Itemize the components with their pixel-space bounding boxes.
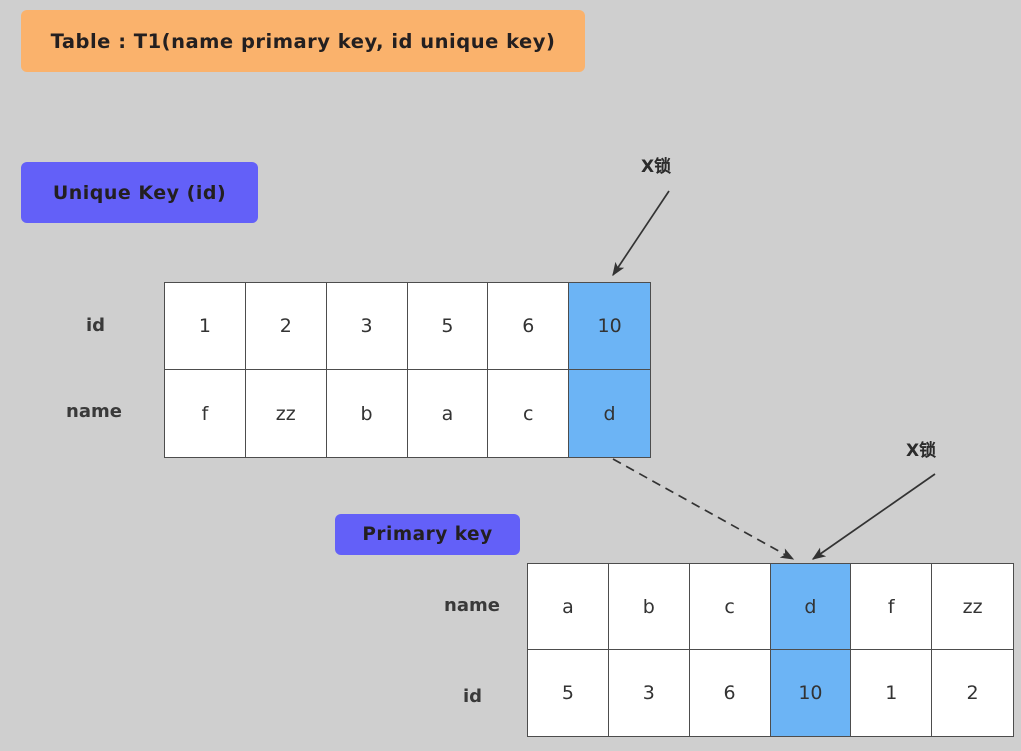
- unique-index-row-label-name: name: [66, 401, 122, 422]
- primary-index-table: a b c d f zz 5 3 6 10 1 2: [527, 563, 1014, 737]
- table-cell: c: [488, 370, 570, 457]
- table-cell-locked: 10: [770, 650, 852, 736]
- x-lock-arrow-lower: [811, 473, 936, 560]
- table-cell: f: [851, 564, 933, 650]
- table-cell-locked: d: [770, 564, 852, 650]
- table-cell: 5: [528, 650, 609, 736]
- table-cell: 1: [851, 650, 933, 736]
- table-cell: b: [608, 564, 690, 650]
- index-reference-arrow: [612, 458, 795, 560]
- table-cell: zz: [932, 564, 1013, 650]
- table-cell: 6: [488, 283, 570, 370]
- table-cell: 6: [689, 650, 771, 736]
- table-cell: 3: [326, 283, 408, 370]
- table-cell: f: [165, 370, 246, 457]
- table-cell: zz: [245, 370, 327, 457]
- unique-key-legend: Unique Key (id): [21, 162, 258, 223]
- table-cell: 5: [407, 283, 489, 370]
- table-cell: 1: [165, 283, 246, 370]
- x-lock-label-upper: X锁: [641, 157, 672, 177]
- table-cell-locked: d: [569, 370, 650, 457]
- table-definition-banner: Table : T1(name primary key, id unique k…: [21, 10, 585, 72]
- table-cell: a: [407, 370, 489, 457]
- table-cell: b: [326, 370, 408, 457]
- x-lock-label-lower: X锁: [906, 441, 937, 461]
- primary-index-row-label-id: id: [463, 686, 483, 707]
- unique-index-row-label-id: id: [86, 315, 106, 336]
- primary-key-legend: Primary key: [335, 514, 520, 555]
- unique-index-table: 1 2 3 5 6 10 f zz b a c d: [164, 282, 651, 458]
- primary-index-row-label-name: name: [444, 595, 500, 616]
- table-cell-locked: 10: [569, 283, 650, 370]
- table-cell: 2: [245, 283, 327, 370]
- table-cell: c: [689, 564, 771, 650]
- x-lock-arrow-upper: [612, 190, 670, 277]
- table-cell: 3: [608, 650, 690, 736]
- table-cell: 2: [932, 650, 1013, 736]
- table-cell: a: [528, 564, 609, 650]
